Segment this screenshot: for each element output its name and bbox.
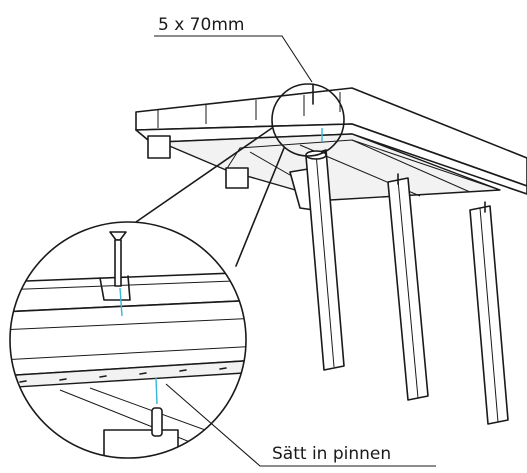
- pin: [151, 407, 163, 437]
- frame-underside: [159, 133, 501, 201]
- pin-leader: [165, 383, 436, 467]
- screw-size-label: 5 x 70mm: [158, 15, 244, 35]
- corner-block-left: [147, 135, 171, 159]
- magnify-line-right: [235, 147, 285, 267]
- detail-magnifier: [9, 221, 247, 459]
- apron-holes: [19, 367, 227, 383]
- hole-marker-bottom: [155, 377, 158, 405]
- detail-circle-small: [271, 83, 345, 157]
- hole-marker-top: [119, 287, 123, 317]
- screw-shaft: [114, 239, 122, 287]
- pin-instruction-label: Sätt in pinnen: [272, 444, 391, 464]
- screw-leader: [154, 35, 313, 83]
- legs: [305, 149, 509, 425]
- corner-block-front: [225, 167, 249, 189]
- magnify-line-left: [135, 127, 273, 223]
